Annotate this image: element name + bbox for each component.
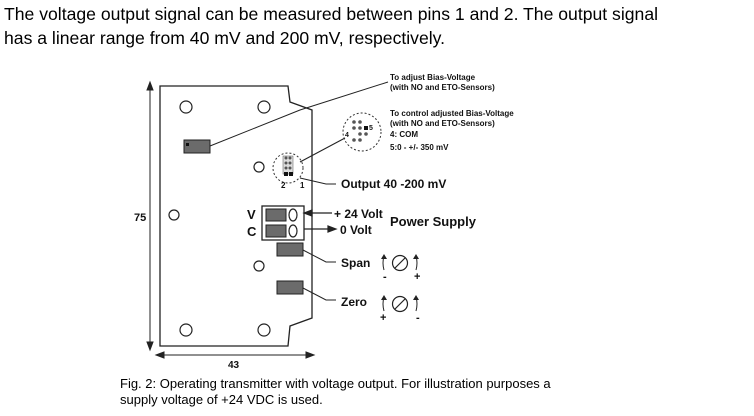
mounting-holes xyxy=(168,100,271,337)
bias-adjust-line-2: (with NO and ETO-Sensors) xyxy=(390,83,495,92)
output-label: Output 40 -200 mV xyxy=(341,177,446,191)
span-plus-sign: + xyxy=(414,271,420,283)
terminal-c-label: C xyxy=(247,224,257,239)
zero-adjust-icon xyxy=(381,295,419,313)
bias-control-line-3: 4: COM xyxy=(390,130,418,139)
zero-minus-sign: - xyxy=(416,312,420,324)
height-dimension-label: 75 xyxy=(134,212,146,224)
bias-adjust-leader xyxy=(209,81,389,147)
zero-label: Zero xyxy=(341,295,367,309)
caption-line-1: Fig. 2: Operating transmitter with volta… xyxy=(120,376,551,391)
pin-4-label: 4 xyxy=(345,132,349,139)
bias-adjust-component xyxy=(183,139,211,154)
bias-control-line-4: 5:0 - +/- 350 mV xyxy=(390,143,449,152)
span-label: Span xyxy=(341,256,370,270)
intro-line-2: has a linear range from 40 mV and 200 mV… xyxy=(4,28,446,48)
zero-plus-sign: + xyxy=(380,312,386,324)
plus-24-volt-label: + 24 Volt xyxy=(334,207,383,221)
power-supply-label: Power Supply xyxy=(390,214,477,229)
span-adjust-icon xyxy=(381,254,419,272)
figure-caption: Fig. 2: Operating transmitter with volta… xyxy=(120,376,680,408)
width-dimension-label: 43 xyxy=(228,360,240,371)
span-component xyxy=(276,242,304,257)
pin-1-label: 1 xyxy=(300,181,305,190)
bias-control-detail xyxy=(342,112,382,152)
zero-leader xyxy=(302,287,336,301)
pin-header xyxy=(272,152,304,184)
width-dimension xyxy=(154,351,316,359)
bias-control-line-2: (with NO and ETO-Sensors) xyxy=(390,119,495,128)
output-leader xyxy=(299,177,336,185)
pin-2-label: 2 xyxy=(281,181,286,190)
pin-5-label: 5 xyxy=(369,125,373,132)
intro-line-1: The voltage output signal can be measure… xyxy=(4,4,659,24)
span-minus-sign: - xyxy=(383,271,387,283)
power-terminal-block xyxy=(261,205,305,241)
zero-component xyxy=(276,280,304,295)
power-arrows xyxy=(302,209,338,233)
terminal-v-label: V xyxy=(247,207,256,222)
zero-volt-label: 0 Volt xyxy=(340,223,372,237)
height-dimension xyxy=(146,80,154,352)
bias-control-line-1: To control adjusted Bias-Voltage xyxy=(390,109,514,118)
caption-line-2: supply voltage of +24 VDC is used. xyxy=(120,392,323,407)
intro-text: The voltage output signal can be measure… xyxy=(4,2,752,50)
bias-control-leader xyxy=(299,137,346,163)
bias-adjust-line-1: To adjust Bias-Voltage xyxy=(390,73,476,82)
span-leader xyxy=(302,249,336,263)
